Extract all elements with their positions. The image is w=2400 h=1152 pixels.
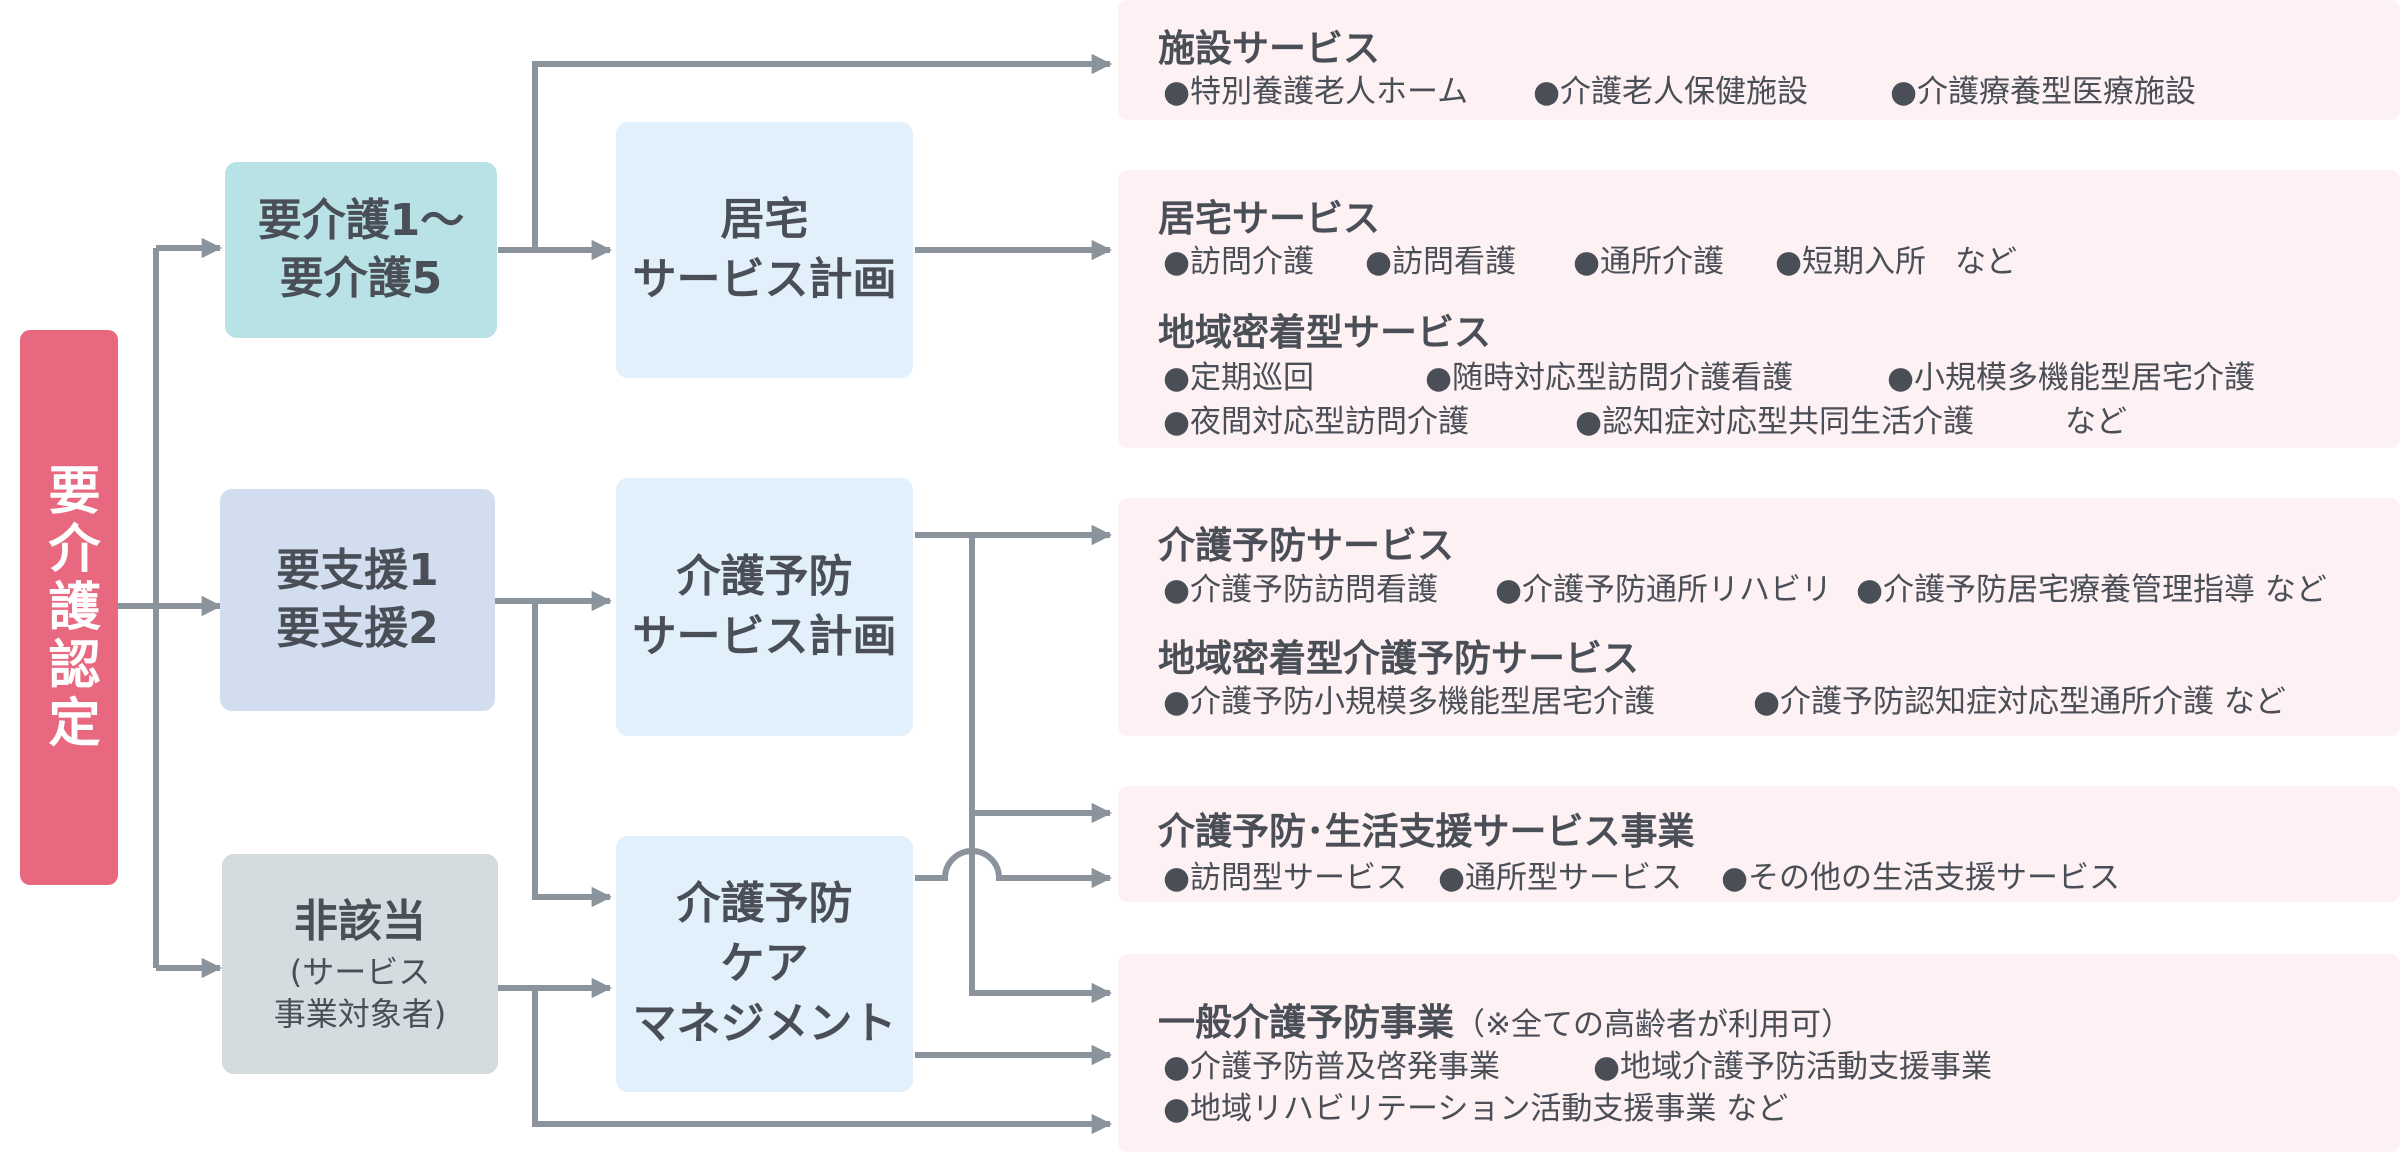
home-plan-line2: サービス計画	[632, 254, 897, 305]
home-service-plan-box: 居宅 サービス計画	[616, 122, 913, 378]
list-item: ●認知症対応型共同生活介護	[1575, 404, 1975, 440]
list-item: ●介護予防認知症対応型通所介護 など	[1753, 684, 2286, 720]
list-item: など	[2065, 404, 2127, 440]
care-level-line2: 要介護5	[279, 253, 443, 304]
list-item: ●訪問介護	[1163, 244, 1315, 280]
list-item: ●介護予防居宅療養管理指導 など	[1856, 572, 2327, 608]
life-support-panel	[1118, 786, 2400, 902]
facility-services-panel	[1118, 0, 2400, 120]
list-item: ●特別養護老人ホーム	[1163, 74, 1469, 110]
list-item: ●通所型サービス	[1438, 860, 1683, 896]
list-item: ●介護予防小規模多機能型居宅介護	[1163, 684, 1656, 720]
prevention-service-plan-box: 介護予防 サービス計画	[616, 478, 913, 736]
non-applicable-box: 非該当 (サービス 事業対象者)	[222, 854, 498, 1074]
list-item: ●夜間対応型訪問介護	[1163, 404, 1470, 440]
list-item: ●定期巡回	[1163, 360, 1315, 396]
community-services-title: 地域密着型サービス	[1158, 311, 1491, 354]
list-item: ●介護予防普及啓発事業	[1163, 1049, 1501, 1085]
life-support-items: ●訪問型サービス ●通所型サービス ●その他の生活支援サービス	[1163, 852, 2120, 897]
care-management-line2: ケア	[720, 938, 809, 989]
general-prevention-row2: ●地域リハビリテーション活動支援事業 など	[1163, 1083, 1788, 1128]
list-item: ●介護療養型医療施設	[1890, 74, 2197, 110]
list-item: ●小規模多機能型居宅介護	[1887, 360, 2256, 396]
list-item: など	[1955, 244, 2017, 280]
support-level-line2: 要支援2	[276, 603, 439, 654]
care-level-box: 要介護1～ 要介護5	[225, 162, 497, 338]
general-prevention-row1: ●介護予防普及啓発事業 ●地域介護予防活動支援事業	[1163, 1041, 1992, 1086]
care-certification-label: 要介護認定	[39, 462, 99, 753]
home-services-title: 居宅サービス	[1158, 197, 1380, 240]
care-management-line1: 介護予防	[676, 878, 853, 929]
list-item: ●通所介護	[1573, 244, 1725, 280]
list-item: ●随時対応型訪問介護看護	[1425, 360, 1794, 396]
support-level-box: 要支援1 要支援2	[220, 489, 495, 711]
list-item: ●短期入所	[1775, 244, 1927, 280]
list-item: ●地域リハビリテーション活動支援事業 など	[1163, 1091, 1789, 1127]
home-services-panel	[1118, 170, 2400, 448]
general-prevention-title-text: 一般介護予防事業	[1158, 1001, 1454, 1044]
facility-services-items: ●特別養護老人ホーム ●介護老人保健施設 ●介護療養型医療施設	[1163, 66, 2196, 111]
prevention-services-title: 介護予防サービス	[1158, 524, 1454, 567]
home-services-items: ●訪問介護 ●訪問看護 ●通所介護 ●短期入所 など	[1163, 236, 2017, 281]
support-level-line1: 要支援1	[276, 545, 439, 596]
non-applicable-line3: 事業対象者)	[273, 995, 447, 1033]
prevention-services-items: ●介護予防訪問看護 ●介護予防通所リハビリ ●介護予防居宅療養管理指導 など	[1163, 564, 2327, 609]
facility-services-title: 施設サービス	[1158, 27, 1380, 70]
prevention-care-management-box: 介護予防 ケア マネジメント	[616, 836, 913, 1092]
prevention-plan-line2: サービス計画	[632, 611, 897, 662]
list-item: ●その他の生活支援サービス	[1721, 860, 2121, 896]
general-prevention-note: （※全ての高齢者が利用可）	[1454, 1007, 1852, 1043]
list-item: ●介護老人保健施設	[1533, 74, 1809, 110]
community-services-row1: ●定期巡回 ●随時対応型訪問介護看護 ●小規模多機能型居宅介護	[1163, 352, 2255, 397]
care-level-line1: 要介護1～	[257, 195, 465, 246]
home-plan-line1: 居宅	[720, 194, 809, 245]
list-item: ●地域介護予防活動支援事業	[1593, 1049, 1993, 1085]
life-support-title: 介護予防･生活支援サービス事業	[1158, 810, 1695, 853]
community-prevention-title: 地域密着型介護予防サービス	[1158, 637, 1639, 680]
non-applicable-line1: 非該当	[294, 896, 426, 947]
list-item: ●訪問看護	[1365, 244, 1517, 280]
community-services-row2: ●夜間対応型訪問介護 ●認知症対応型共同生活介護 など	[1163, 396, 2127, 441]
list-item: ●介護予防訪問看護	[1163, 572, 1439, 608]
care-management-line3: マネジメント	[632, 998, 897, 1049]
general-prevention-panel	[1118, 954, 2400, 1152]
care-certification-box: 要介護認定	[20, 330, 118, 885]
non-applicable-line2: (サービス	[289, 953, 431, 991]
list-item: ●介護予防通所リハビリ	[1495, 572, 1833, 608]
community-prevention-items: ●介護予防小規模多機能型居宅介護 ●介護予防認知症対応型通所介護 など	[1163, 676, 2286, 721]
list-item: ●訪問型サービス	[1163, 860, 1408, 896]
prevention-services-panel	[1118, 498, 2400, 736]
general-prevention-title: 一般介護予防事業（※全ての高齢者が利用可）	[1158, 992, 1852, 1046]
prevention-plan-line1: 介護予防	[676, 551, 853, 602]
